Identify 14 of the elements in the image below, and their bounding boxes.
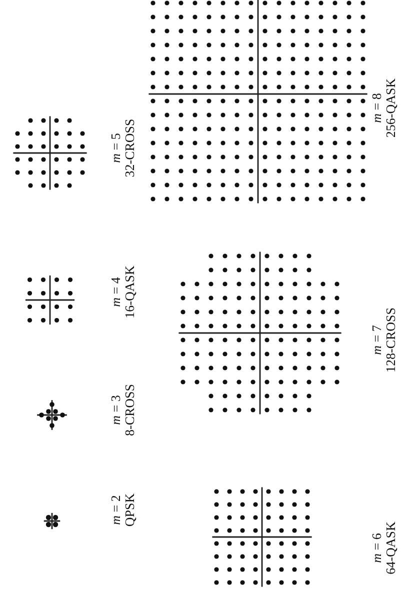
- modulation-name: 128-CROSS: [384, 307, 398, 373]
- modulation-name: 64-QASK: [384, 522, 398, 574]
- order-label: m = 3: [109, 394, 123, 427]
- order-label: m = 4: [109, 276, 123, 309]
- modulation-name: 256-QASK: [384, 78, 398, 138]
- order-label: m = 5: [109, 132, 123, 165]
- order-label: m = 7: [370, 324, 384, 357]
- modulation-name: 8-CROSS: [123, 384, 137, 436]
- order-label: m = 2: [109, 494, 123, 527]
- modulation-name: QPSK: [123, 493, 137, 527]
- modulation-name: 16-QASK: [123, 266, 137, 318]
- modulation-name: 32-CROSS: [123, 118, 137, 178]
- order-label: m = 8: [370, 92, 384, 125]
- order-label: m = 6: [370, 532, 384, 565]
